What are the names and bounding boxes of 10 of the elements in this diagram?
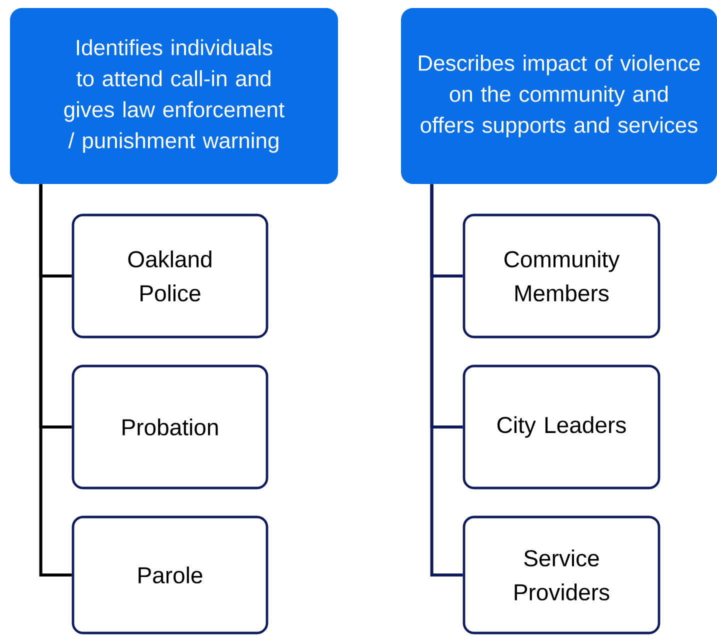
header-box: Describes impact of violence on the community and offers supports and services (401, 8, 717, 184)
member-box: Community Members (462, 214, 660, 338)
member-box: Probation (72, 364, 268, 490)
connector-line (430, 184, 463, 576)
member-box: Service Providers (462, 516, 660, 634)
member-box: Oakland Police (72, 214, 268, 338)
header-box: Identifies individuals to attend call-in and gives law enforcement / punishment warning (10, 8, 338, 184)
member-box: Parole (72, 516, 268, 634)
member-box: City Leaders (462, 364, 660, 490)
connector-line (39, 184, 72, 576)
